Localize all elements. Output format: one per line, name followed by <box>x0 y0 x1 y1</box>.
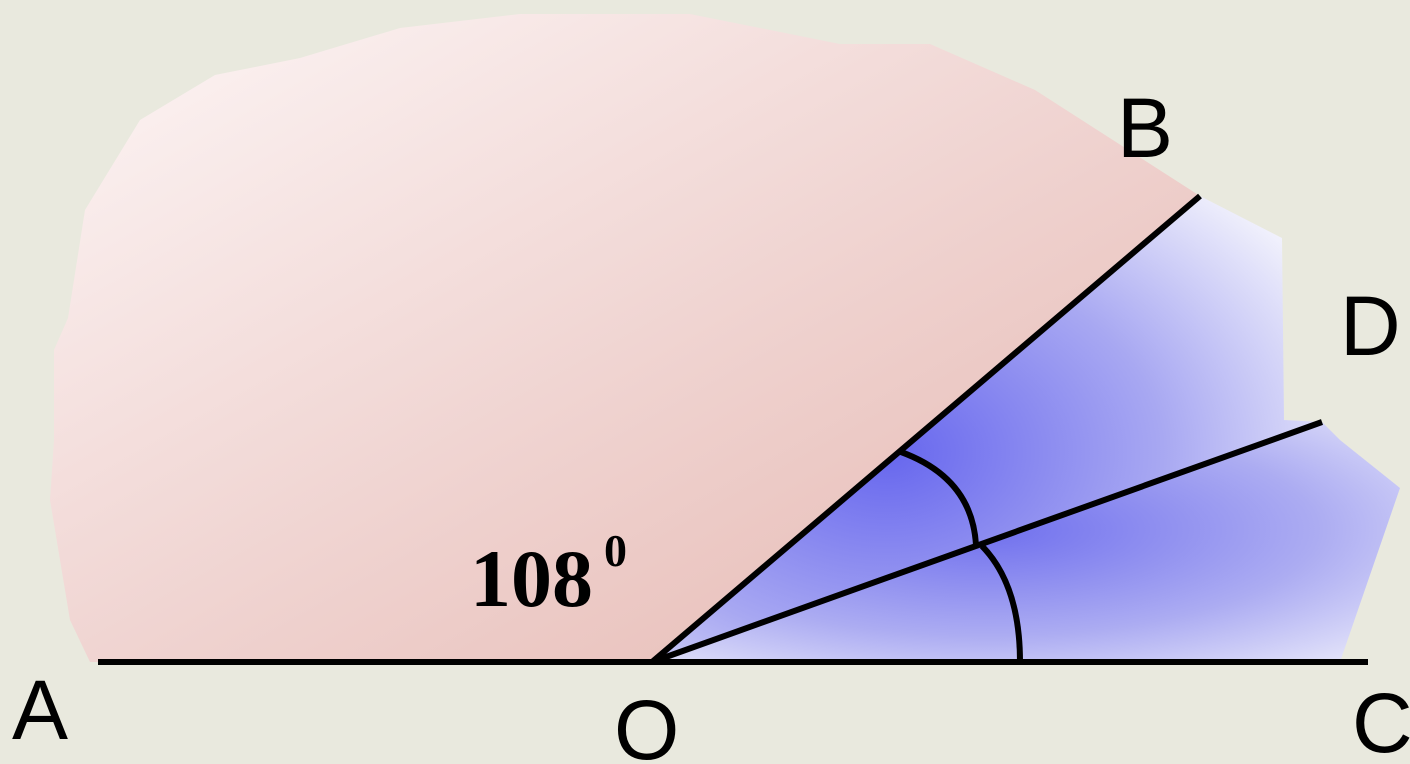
angle-aob-degree-mark: 0 <box>604 525 627 576</box>
label-point-d: D <box>1340 279 1401 373</box>
angle-doc-region <box>652 422 1400 662</box>
label-point-o: O <box>614 683 679 764</box>
arc-angle-doc <box>979 543 1023 663</box>
angle-bod-region <box>652 196 1322 662</box>
ray-ob <box>650 193 1202 665</box>
angle-aob-region <box>50 14 1200 662</box>
angle-aob-value: 108 <box>470 533 593 624</box>
label-point-c: C <box>1352 676 1410 764</box>
arc-angle-bod <box>899 449 979 546</box>
label-point-a: A <box>12 663 68 757</box>
label-point-b: B <box>1117 81 1173 175</box>
ray-od <box>650 419 1324 665</box>
